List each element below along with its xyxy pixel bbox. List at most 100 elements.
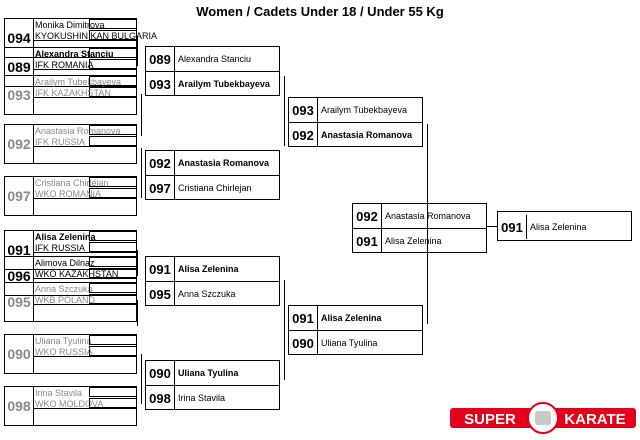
entry-number: 090 (5, 335, 34, 373)
connector-v (284, 280, 285, 380)
score-box (89, 398, 137, 408)
score-box (89, 335, 137, 345)
connector-v (427, 124, 428, 324)
entry-club: IFK KAZAKHSTAN (35, 88, 111, 98)
entry-name: Anastasia Romanova (35, 126, 121, 136)
entry-number: 091 (5, 231, 34, 269)
entry-name: Alisa Zelenina (35, 232, 96, 242)
entry-divider (33, 198, 136, 199)
connector-v (137, 250, 138, 276)
logo-text-left: SUPER (464, 411, 516, 428)
entry-divider (33, 304, 136, 305)
entry-number: 093 (5, 76, 34, 114)
match-bottom-number: 097 (146, 176, 175, 200)
score-box (89, 76, 137, 86)
winner-box[interactable]: 091 Alisa Zelenina (497, 211, 632, 241)
match-bottom-number: 093 (146, 72, 175, 96)
entry-divider (33, 97, 136, 98)
match-top-number: 093 (289, 98, 318, 122)
final-match[interactable]: 092 Anastasia Romanova 091 Alisa Zelenin… (352, 203, 487, 253)
score-box (89, 257, 137, 267)
score-box (89, 387, 137, 397)
entry-number: 097 (5, 177, 34, 215)
entry-name: Irina Stavila (35, 388, 83, 398)
score-box (89, 188, 137, 198)
match-top-number: 091 (289, 306, 318, 330)
final-bottom-number: 091 (353, 229, 382, 253)
score-box (89, 268, 137, 278)
score-box (89, 294, 137, 304)
entry-club: IFK RUSSIA (35, 137, 86, 147)
entry-name: Cristiana Chirlejan (35, 178, 109, 188)
connector-v (137, 36, 138, 66)
connector-v (141, 354, 142, 404)
entry-club: WKO KAZAKHSTAN (35, 269, 119, 279)
match-top-number: 090 (146, 361, 175, 385)
connector-v (137, 300, 138, 326)
entry-club: KYOKUSHIN KAN BULGARIA (35, 31, 158, 41)
match-bottom-number: 098 (146, 386, 175, 410)
score-box (89, 231, 137, 241)
match-bottom-number: 095 (146, 282, 175, 306)
final-bottom-name: Alisa Zelenina (385, 236, 442, 246)
entry-name: Uliana Tyulina (35, 336, 92, 346)
entry-name: Alimova Dilnaz (35, 258, 95, 268)
final-top-number: 092 (353, 204, 382, 228)
entry-number: 098 (5, 387, 34, 425)
entry-number: 095 (5, 283, 34, 321)
entry-number: 092 (5, 125, 34, 163)
entry-divider (33, 278, 136, 279)
match-top-name: Alisa Zelenina (321, 313, 382, 323)
entry-number: 089 (5, 48, 34, 86)
match-bottom-number: 090 (289, 331, 318, 355)
entry-club: WKB POLAND (35, 295, 96, 305)
match-bottom-name: Irina Stavila (178, 393, 226, 403)
score-box (89, 19, 137, 29)
logo-text-right: KARATE (564, 411, 625, 428)
entry-club: IFK ROMANIA (35, 60, 94, 70)
entry-divider (33, 40, 136, 41)
entry-club: IFK RUSSIA (35, 243, 86, 253)
score-box (89, 87, 137, 97)
score-box (89, 242, 137, 252)
match-top-name: Alexandra Stanciu (178, 54, 252, 64)
connector-v (141, 148, 142, 198)
entry-divider (33, 69, 136, 70)
page-title: Women / Cadets Under 18 / Under 55 Kg (196, 4, 444, 19)
connector-v (284, 76, 285, 146)
match-bottom-name: Anna Szczuka (178, 289, 236, 299)
entry-name: Monika Dimitrova (35, 20, 105, 30)
logo-graphic: SUPER KARATE (450, 402, 636, 434)
score-box (89, 125, 137, 135)
match-bottom-name: Uliana Tyulina (321, 338, 378, 348)
score-box (89, 177, 137, 187)
winner-name: Alisa Zelenina (530, 222, 587, 232)
score-box (89, 136, 137, 146)
winner-number: 091 (498, 215, 527, 239)
match-bottom-name: Cristiana Chirlejan (178, 183, 252, 193)
entry-divider (33, 146, 136, 147)
entry-name: Anna Szczuka (35, 284, 93, 294)
entry-divider (33, 408, 136, 409)
match-top-name: Anastasia Romanova (178, 158, 270, 168)
score-box (89, 30, 137, 40)
score-box (89, 48, 137, 58)
fist-icon (535, 411, 551, 425)
score-box (89, 283, 137, 293)
